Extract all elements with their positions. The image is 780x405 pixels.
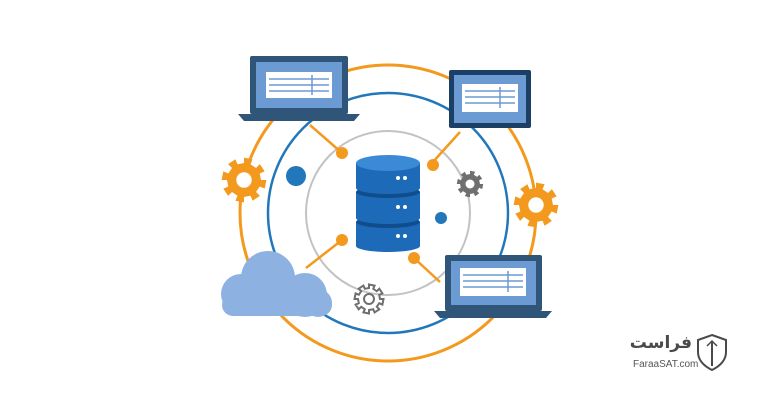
gear-icon [353,283,385,315]
gear-icon [221,157,267,203]
database-icon [356,155,420,252]
blue-dot-large [286,166,306,186]
blue-dot-small [435,212,447,224]
brand-name-persian: فراست [629,333,692,353]
gears-group [221,157,559,315]
gear-icon [456,170,484,198]
gear-icon [513,182,559,228]
connector-dots [336,147,439,264]
laptop-icon [238,56,360,121]
cloud-icon [221,251,332,317]
brand-website: FaraaSAT.com [633,359,699,370]
shield-logo-icon [697,333,727,372]
inner-gray-ring [305,130,471,296]
laptop-icon [434,255,552,318]
monitor-icon [449,70,531,128]
middle-blue-ring [266,91,510,335]
